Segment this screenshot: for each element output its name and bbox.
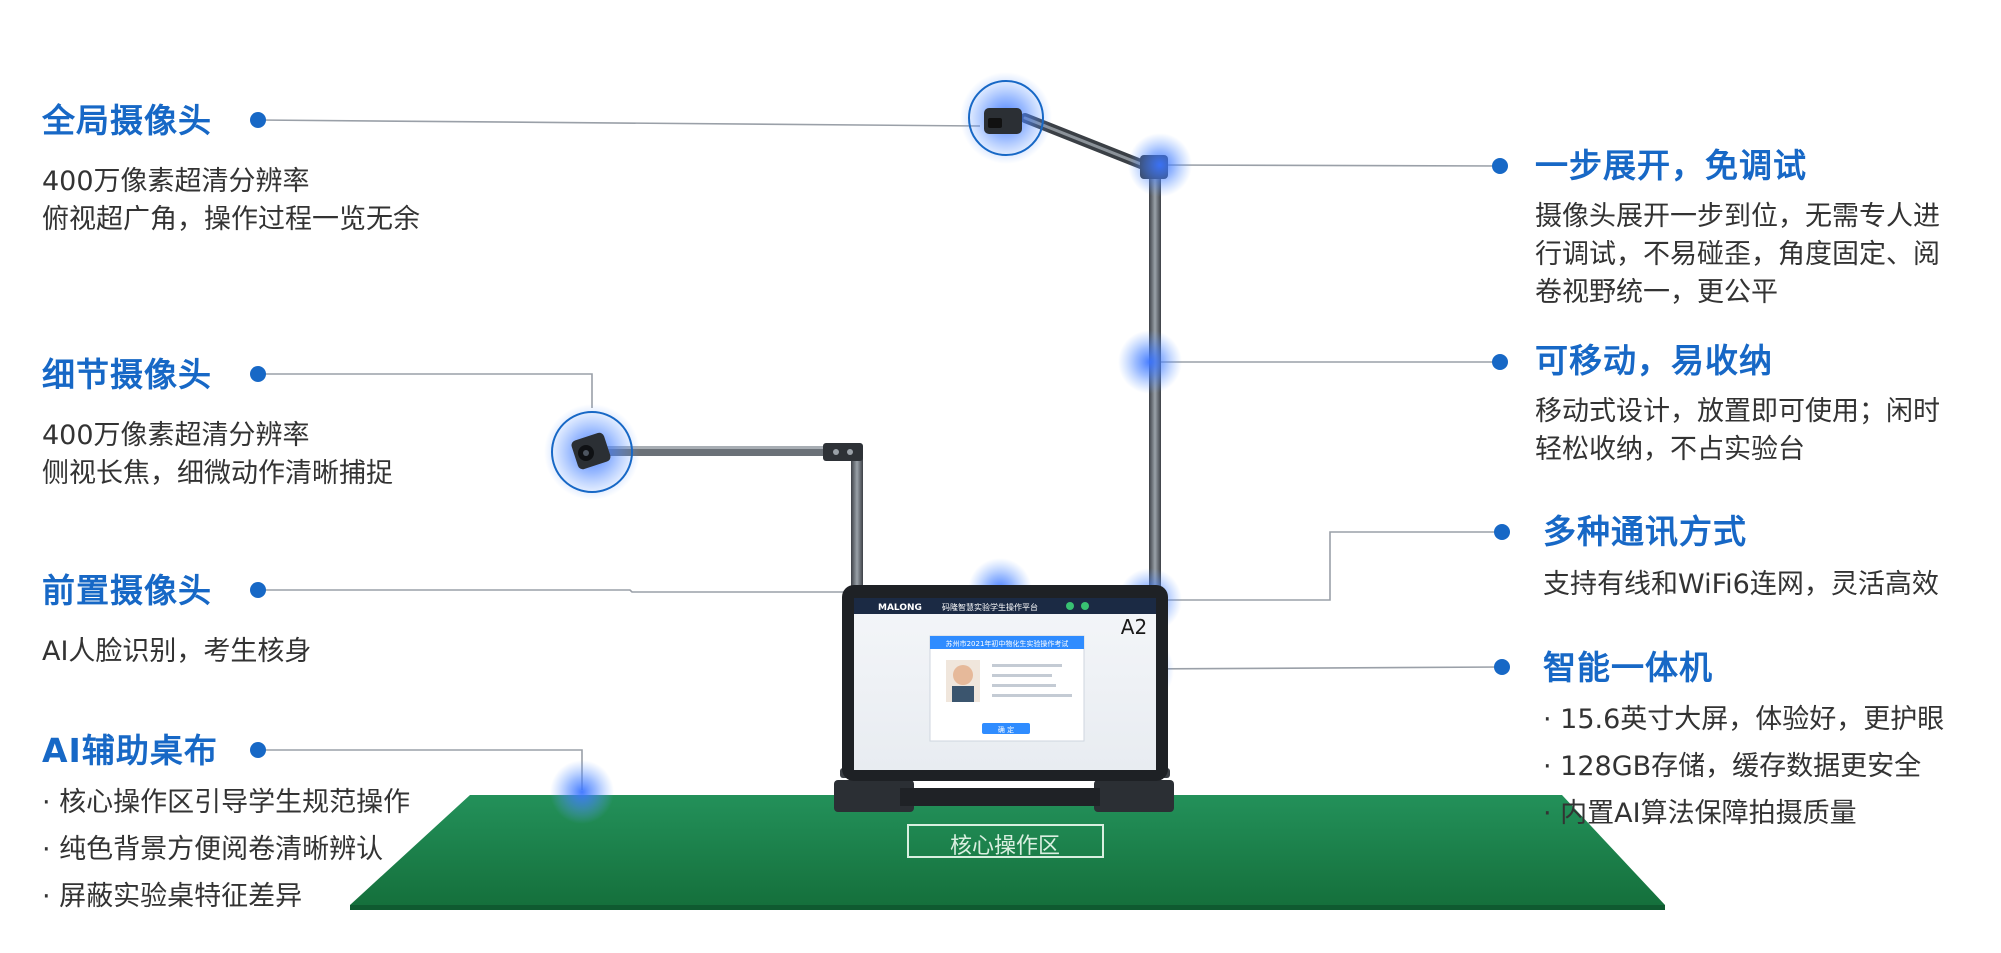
feature-smart-terminal: 智能一体机 · 15.6英寸大屏，体验好，更护眼 · 128GB存储，缓存数据更… [1543,648,1944,837]
dialog-confirm-button [982,723,1030,734]
leader-dots [250,112,1510,758]
desc-line: 400万像素超清分辨率 [42,166,310,197]
leader-lines [257,119,1503,790]
desc-line: · 15.6英寸大屏，体验好，更护眼 [1543,704,1945,735]
leader-one-step [1159,164,1501,167]
desc-line: 轻松收纳，不占实验台 [1535,434,1805,465]
feature-title: AI辅助桌布 [42,731,218,770]
feature-ai-mat: AI辅助桌布 · 核心操作区引导学生规范操作 · 纯色背景方便阅卷清晰辨认 · … [42,731,410,920]
desc-line: 移动式设计，放置即可使用；闲时 [1535,396,1940,427]
desc-line: 俯视超广角，操作过程一览无余 [42,204,420,235]
leader-front-camera [258,589,1000,593]
seat-number: A2 [1121,615,1147,639]
feature-title: 细节摄像头 [42,355,212,394]
detail-camera-icon [571,432,611,470]
feature-desc: 移动式设计，放置即可使用；闲时 轻松收纳，不占实验台 [1535,393,1940,469]
global-camera-icon [984,108,1022,134]
dot-smart-terminal [1494,659,1510,675]
mat-core-zone [907,824,1104,858]
dot-comm [1494,524,1510,540]
dialog-confirm-label: 确 定 [998,725,1014,734]
dot-detail-camera [250,366,266,382]
desc-line: 卷视野统一，更公平 [1535,277,1778,308]
detail-arm [596,443,863,590]
leader-smart-terminal [1139,666,1503,670]
dot-one-step [1492,158,1508,174]
desc-line: · 核心操作区引导学生规范操作 [42,787,411,818]
feature-comm: 多种通讯方式 支持有线和WiFi6连网，灵活高效 [1543,512,1939,604]
dot-front-camera [250,582,266,598]
status-net-icon [1081,602,1089,610]
desc-line: AI人脸识别，考生核身 [42,636,312,667]
feature-desc: 400万像素超清分辨率 俯视超广角，操作过程一览无余 [42,163,420,239]
feature-movable: 可移动，易收纳 移动式设计，放置即可使用；闲时 轻松收纳，不占实验台 [1535,341,1940,469]
feature-title: 前置摄像头 [42,571,212,610]
desc-line: 摄像头展开一步到位，无需专人进 [1535,201,1940,232]
dot-movable [1492,354,1508,370]
feature-desc: 400万像素超清分辨率 侧视长焦，细微动作清晰捕捉 [42,417,393,493]
dialog-title: 苏州市2021年初中物化生实验操作考试 [946,639,1069,648]
screen-topbar [854,598,1156,614]
desc-line: · 内置AI算法保障拍摄质量 [1543,798,1857,829]
feature-title: 可移动，易收纳 [1535,341,1773,380]
status-ok-icon [1066,602,1074,610]
feature-title: 多种通讯方式 [1543,512,1747,551]
leader-comm [1150,531,1502,601]
feature-title: 一步展开，免调试 [1535,146,1807,185]
smart-terminal: MALONG 码隆智慧实验学生操作平台 A2 苏州市2021年初中物化生实验操作… [834,585,1174,812]
desc-line: · 纯色背景方便阅卷清晰辨认 [42,834,384,865]
desc-line: 400万像素超清分辨率 [42,420,310,451]
screen-brand: MALONG [878,603,922,613]
ai-mat: 核心操作区 [350,795,1665,910]
feature-global-camera: 全局摄像头 400万像素超清分辨率 俯视超广角，操作过程一览无余 [42,101,420,239]
dot-global-camera [250,112,266,128]
dot-ai-mat [250,742,266,758]
leader-global-camera [257,119,981,127]
mat-core-label: 核心操作区 [950,834,1060,859]
desc-line: 支持有线和WiFi6连网，灵活高效 [1543,569,1939,600]
feature-front-camera: 前置摄像头 AI人脸识别，考生核身 [42,571,311,671]
feature-one-step: 一步展开，免调试 摄像头展开一步到位，无需专人进 行调试，不易碰歪，角度固定、阅… [1535,146,1940,312]
feature-desc: 支持有线和WiFi6连网，灵活高效 [1543,566,1939,604]
desc-line: 侧视长焦，细微动作清晰捕捉 [42,458,393,489]
desc-line: · 屏蔽实验桌特征差异 [42,881,303,912]
feature-desc: AI人脸识别，考生核身 [42,633,311,671]
screen-app-title: 码隆智慧实验学生操作平台 [942,602,1038,612]
desc-line: 行调试，不易碰歪，角度固定、阅 [1535,239,1940,270]
feature-detail-camera: 细节摄像头 400万像素超清分辨率 侧视长焦，细微动作清晰捕捉 [42,355,393,493]
feature-title: 智能一体机 [1543,648,1713,687]
desc-line: · 128GB存储，缓存数据更安全 [1543,751,1922,782]
feature-desc: 摄像头展开一步到位，无需专人进 行调试，不易碰歪，角度固定、阅 卷视野统一，更公… [1535,198,1940,312]
feature-title: 全局摄像头 [42,101,212,140]
feature-desc: · 核心操作区引导学生规范操作 · 纯色背景方便阅卷清晰辨认 · 屏蔽实验桌特征… [42,779,410,920]
leader-detail-camera [258,373,593,408]
feature-desc: · 15.6英寸大屏，体验好，更护眼 · 128GB存储，缓存数据更安全 · 内… [1543,696,1944,837]
